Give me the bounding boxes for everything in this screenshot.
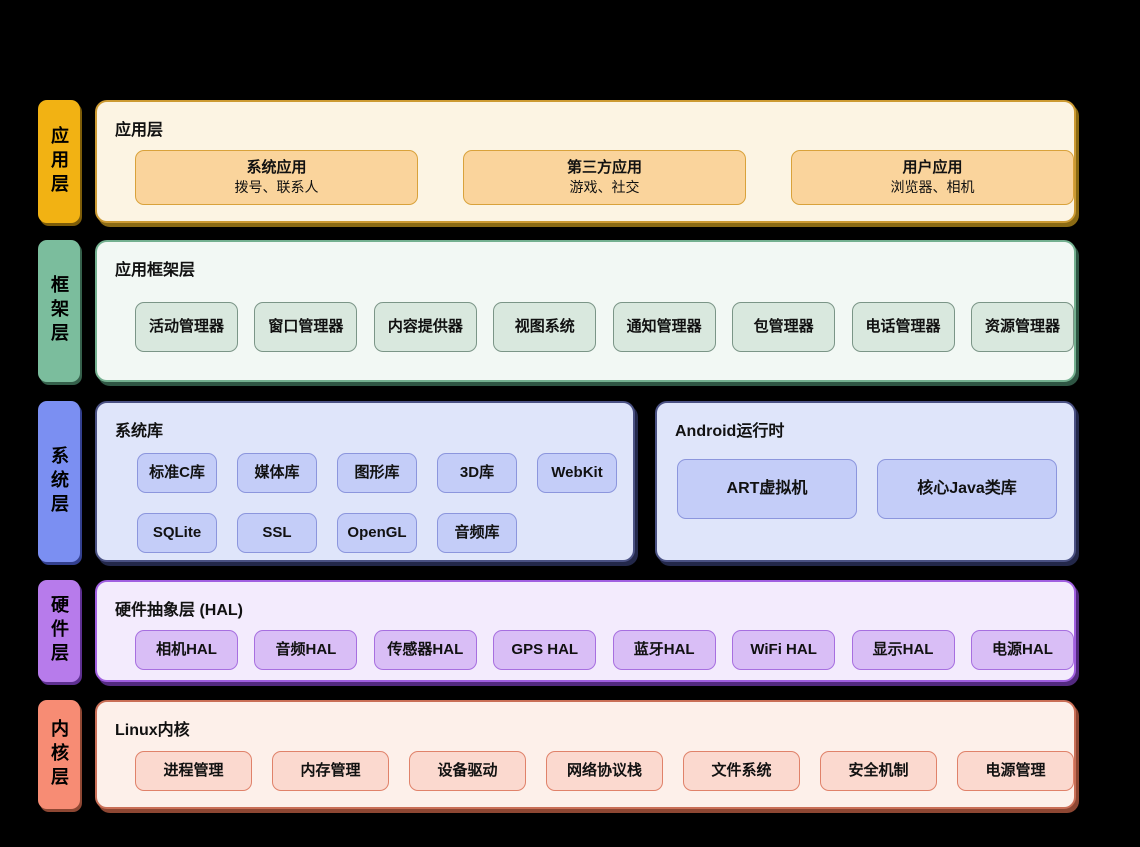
framework-card: 内容提供器	[373, 302, 477, 352]
framework-card: 视图系统	[493, 302, 597, 352]
app-card: 系统应用 拨号、联系人	[135, 150, 418, 205]
hal-card: 音频HAL	[254, 630, 358, 670]
panel-title-android-runtime: Android运行时	[675, 423, 785, 440]
panel-title-hal-layer: 硬件抽象层 (HAL)	[115, 602, 243, 619]
system-lib-card: 音频库	[437, 513, 517, 553]
hal-card: 电源HAL	[970, 630, 1074, 670]
kernel-card: 电源管理	[957, 751, 1074, 791]
kernel-card: 进程管理	[135, 751, 252, 791]
kernel-cards-row: 进程管理 内存管理 设备驱动 网络协议栈 文件系统 安全机制 电源管理	[97, 751, 1074, 791]
framework-card: 资源管理器	[970, 302, 1074, 352]
app-card: 第三方应用 游戏、社交	[463, 150, 746, 205]
framework-card: 窗口管理器	[254, 302, 358, 352]
system-lib-card: OpenGL	[337, 513, 417, 553]
panel-android-runtime: Android运行时 ART虚拟机 核心Java类库	[655, 401, 1076, 562]
hal-card: 相机HAL	[135, 630, 238, 670]
framework-card: 电话管理器	[851, 302, 955, 352]
app-card-subtitle: 拨号、联系人	[234, 179, 319, 196]
system-lib-card: 媒体库	[237, 453, 317, 493]
app-card-title: 系统应用	[246, 158, 307, 176]
side-label-app-layer: 应用层	[38, 100, 80, 223]
panel-title-system-libs: 系统库	[115, 423, 164, 440]
side-label-kernel-layer: 内核层	[38, 700, 80, 809]
panel-hal-layer: 硬件抽象层 (HAL) 相机HAL 音频HAL 传感器HAL GPS HAL 蓝…	[95, 580, 1076, 682]
framework-card: 通知管理器	[612, 302, 716, 352]
app-card-title: 用户应用	[902, 158, 963, 176]
hal-card: 显示HAL	[851, 630, 955, 670]
kernel-card: 安全机制	[820, 751, 937, 791]
app-card-subtitle: 游戏、社交	[569, 179, 640, 196]
app-card-title: 第三方应用	[566, 158, 642, 176]
kernel-card: 文件系统	[683, 751, 800, 791]
app-card-subtitle: 浏览器、相机	[890, 179, 975, 196]
hal-card: GPS HAL	[493, 630, 597, 670]
framework-cards-row: 活动管理器 窗口管理器 内容提供器 视图系统 通知管理器 包管理器 电话管理器 …	[97, 302, 1074, 352]
kernel-card: 设备驱动	[409, 751, 526, 791]
runtime-card: 核心Java类库	[877, 459, 1057, 519]
hal-card: 蓝牙HAL	[612, 630, 716, 670]
system-lib-card: SSL	[237, 513, 317, 553]
system-lib-card: WebKit	[537, 453, 617, 493]
app-cards-row: 系统应用 拨号、联系人 第三方应用 游戏、社交 用户应用 浏览器、相机	[97, 150, 1074, 205]
panel-title-linux-kernel: Linux内核	[115, 722, 190, 739]
system-lib-card: 标准C库	[137, 453, 217, 493]
framework-card: 包管理器	[732, 302, 836, 352]
hal-card: WiFi HAL	[732, 630, 836, 670]
hal-cards-row: 相机HAL 音频HAL 传感器HAL GPS HAL 蓝牙HAL WiFi HA…	[97, 630, 1074, 670]
system-lib-card: 3D库	[437, 453, 517, 493]
app-card: 用户应用 浏览器、相机	[791, 150, 1074, 205]
runtime-card: ART虚拟机	[677, 459, 857, 519]
system-lib-card: 图形库	[337, 453, 417, 493]
kernel-card: 内存管理	[272, 751, 389, 791]
panel-app-layer: 应用层 系统应用 拨号、联系人 第三方应用 游戏、社交 用户应用 浏览器、相机	[95, 100, 1076, 223]
system-lib-card: SQLite	[137, 513, 217, 553]
runtime-cards-row: ART虚拟机 核心Java类库	[657, 459, 1074, 519]
panel-title-app-layer: 应用层	[115, 122, 164, 139]
framework-card: 活动管理器	[135, 302, 238, 352]
panel-framework-layer: 应用框架层 活动管理器 窗口管理器 内容提供器 视图系统 通知管理器 包管理器 …	[95, 240, 1076, 382]
side-label-framework-layer: 框架层	[38, 240, 80, 382]
panel-linux-kernel: Linux内核 进程管理 内存管理 设备驱动 网络协议栈 文件系统 安全机制 电…	[95, 700, 1076, 809]
kernel-card: 网络协议栈	[546, 751, 663, 791]
hal-card: 传感器HAL	[373, 630, 477, 670]
side-label-system-layer: 系统层	[38, 401, 80, 562]
side-label-hardware-layer: 硬件层	[38, 580, 80, 682]
system-libs-grid: 标准C库 媒体库 图形库 3D库 WebKit SQLite SSL OpenG…	[137, 453, 633, 553]
panel-system-libs: 系统库 标准C库 媒体库 图形库 3D库 WebKit SQLite SSL O…	[95, 401, 635, 562]
panel-title-framework-layer: 应用框架层	[115, 262, 196, 279]
